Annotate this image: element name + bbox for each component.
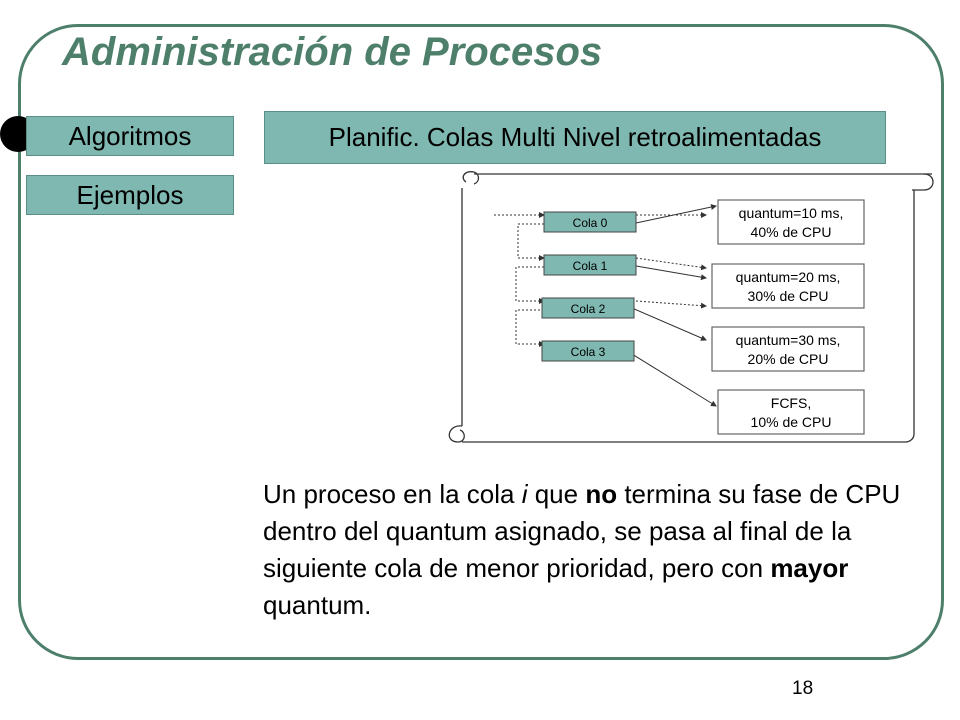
quantum-box: FCFS, 10% de CPU <box>717 389 865 435</box>
queue-box: Cola 1 <box>543 254 637 276</box>
body-bold-text: no <box>585 479 618 509</box>
quantum-line2: 30% de CPU <box>748 288 829 304</box>
quantum-line2: 40% de CPU <box>751 224 832 240</box>
queue-label: Cola 3 <box>571 345 606 359</box>
body-bold-text: mayor <box>770 553 849 583</box>
queue-box: Cola 2 <box>541 297 635 319</box>
quantum-line1: quantum=30 ms, <box>736 332 841 348</box>
slide-title: Administración de Procesos <box>62 30 603 74</box>
quantum-box: quantum=10 ms, 40% de CPU <box>717 199 865 245</box>
scroll-frame <box>448 171 934 443</box>
body-text: termina su fase de CPU dentro del quantu… <box>263 479 901 583</box>
queue-label: Cola 2 <box>571 302 606 316</box>
nav-item-algoritmos[interactable]: Algoritmos <box>26 116 234 156</box>
multilevel-queue-diagram: Cola 0 Cola 1 Cola 2 Cola 3 quantum=10 m… <box>448 171 934 443</box>
page-number: 18 <box>792 678 814 699</box>
queue-label: Cola 0 <box>573 216 608 230</box>
quantum-box: quantum=30 ms, 20% de CPU <box>711 326 865 372</box>
quantum-line1: FCFS, <box>771 395 811 411</box>
quantum-line2: 20% de CPU <box>748 351 829 367</box>
queue-box: Cola 0 <box>543 211 637 233</box>
quantum-line1: quantum=10 ms, <box>739 205 844 221</box>
quantum-box: quantum=20 ms, 30% de CPU <box>711 263 865 309</box>
quantum-line1: quantum=20 ms, <box>736 269 841 285</box>
queue-label: Cola 1 <box>573 259 608 273</box>
body-text: Un proceso en la cola <box>263 479 522 509</box>
body-text: que <box>527 479 586 509</box>
body-text: quantum. <box>263 590 372 620</box>
queue-box: Cola 3 <box>541 340 635 362</box>
slide-frame <box>18 24 944 660</box>
section-heading: Planific. Colas Multi Nivel retroaliment… <box>264 111 886 164</box>
nav-item-ejemplos[interactable]: Ejemplos <box>26 175 234 215</box>
body-paragraph: Un proceso en la cola i que no termina s… <box>263 476 943 624</box>
body-italic-text: i <box>521 479 528 509</box>
quantum-line2: 10% de CPU <box>751 414 832 430</box>
